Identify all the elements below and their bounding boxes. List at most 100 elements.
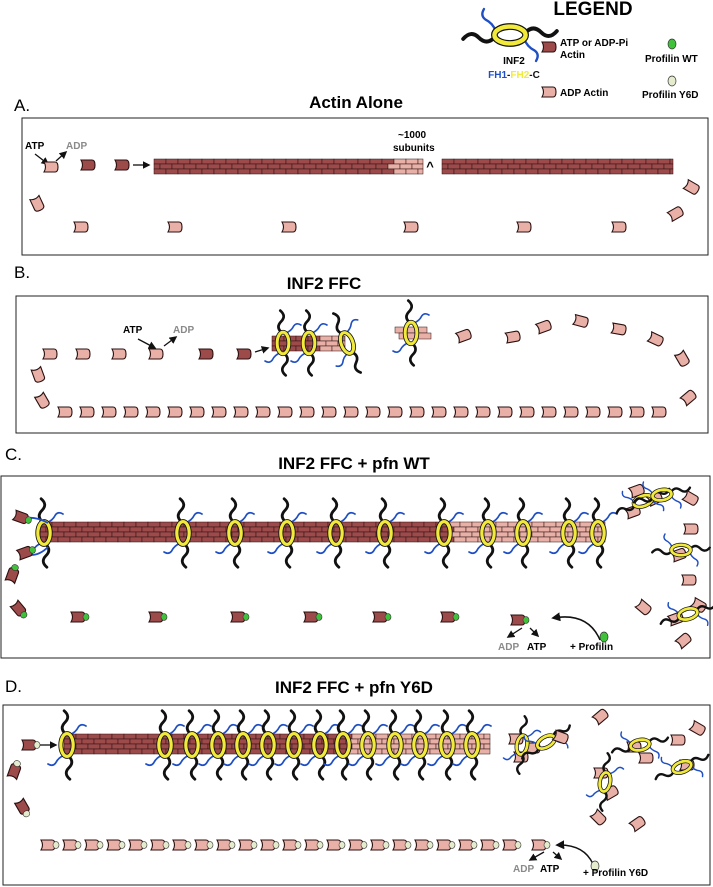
filament-subunit (525, 168, 539, 175)
filament-subunit (93, 536, 107, 543)
filament-subunit (105, 748, 119, 755)
filament-subunit (525, 158, 539, 165)
filament-subunit (117, 526, 131, 533)
adp-actin-monomer (260, 839, 280, 851)
atp-actin-monomer (372, 611, 392, 623)
filament-subunit (237, 168, 251, 175)
filament-subunit (423, 531, 437, 538)
filament-subunit (249, 526, 263, 533)
filament-subunit (405, 526, 419, 533)
filament-subunit (153, 526, 167, 533)
adp-actin-monomer (646, 331, 664, 347)
filament-subunit (363, 163, 377, 170)
filament-subunit (411, 521, 425, 528)
adp-actin-monomer (73, 221, 89, 233)
filament-subunit (297, 526, 311, 533)
filament-subunit (315, 521, 329, 528)
filament-subunit (177, 168, 191, 175)
panel-d: D. INF2 FFC + pfn Y6D ADP ATP + Profilin… (2, 677, 711, 886)
inf2-ffc-dimer (264, 309, 302, 377)
filament-subunit (561, 158, 575, 165)
filament-subunit (135, 521, 149, 528)
filament-subunit (465, 168, 479, 175)
filament-subunit (81, 748, 95, 755)
filament-subunit (639, 163, 653, 170)
inf2-ffc-dimer (427, 709, 467, 781)
arrow (254, 346, 270, 354)
filament-subunit (471, 163, 485, 170)
filament-subunit (621, 168, 635, 175)
filament-subunit (399, 521, 413, 528)
filament-subunit (243, 521, 257, 528)
adp-actin-monomer (150, 839, 170, 851)
filament-subunit (411, 163, 424, 170)
panel-d-atp-label: ATP (540, 864, 560, 875)
adp-actin-monomer (475, 406, 491, 418)
filament-subunit (99, 733, 113, 740)
adp-actin-monomer (57, 406, 73, 418)
adp-actin-monomer (589, 808, 607, 826)
filament-subunit (183, 163, 197, 170)
filament-subunit (93, 748, 107, 755)
adp-actin-monomer (42, 348, 58, 360)
filament-subunit (411, 531, 425, 538)
filament-subunit (537, 536, 551, 543)
adp-actin-monomer (453, 406, 469, 418)
adp-actin-monomer (551, 729, 569, 745)
filament-subunit (105, 526, 119, 533)
adp-actin-monomer (674, 632, 692, 650)
filament-subunit (135, 733, 149, 740)
adp-actin-monomer (651, 406, 667, 418)
filament-subunit (351, 521, 365, 528)
filament-subunit (267, 531, 281, 538)
actin-filament (271, 335, 346, 352)
panel-a-subunits-line1: ~1000 (398, 130, 427, 141)
filament-subunit (345, 158, 359, 165)
inf2-ffc-dimer (650, 533, 712, 567)
panel-a-subunits-line2: subunits (393, 143, 435, 154)
atp-actin-monomer (236, 348, 252, 360)
atp-actin-monomer (6, 760, 22, 781)
filament-subunit (93, 526, 107, 533)
filament-subunit (555, 163, 569, 170)
filament-subunit (213, 158, 227, 165)
filament-subunit (51, 521, 65, 528)
inf2-ffc-dimer (172, 709, 212, 781)
filament-subunit (477, 168, 491, 175)
arrow (529, 627, 540, 638)
filament-subunit (231, 163, 245, 170)
inf2-ffc-dimer (215, 497, 255, 569)
adp-actin-monomer (233, 406, 249, 418)
adp-actin-monomer (516, 221, 532, 233)
filament-subunit (363, 521, 377, 528)
filament-subunit (87, 743, 101, 750)
filament-subunit (663, 163, 674, 170)
filament-subunit (273, 168, 287, 175)
filament-subunit (189, 536, 203, 543)
filament-subunit (325, 340, 339, 347)
filament-subunit (309, 536, 323, 543)
filament-subunit (117, 738, 131, 745)
filament-subunit (195, 521, 209, 528)
inf2-ffc-dimer (300, 709, 340, 781)
adp-actin-monomer (436, 839, 456, 851)
filament-subunit (609, 168, 623, 175)
panel-c: C. INF2 FFC + pfn WT ADP ATP + Profilin (0, 445, 713, 659)
adp-actin-monomer (629, 406, 645, 418)
adp-actin-monomer (681, 489, 699, 506)
filament-subunit (441, 163, 449, 170)
filament-subunit (345, 536, 359, 543)
free-profilin (590, 860, 600, 872)
filament-subunit (267, 163, 281, 170)
profilin-wt-legend-icon (667, 38, 677, 50)
inf2-ffc-dimer (452, 709, 492, 781)
filament-subunit (279, 163, 293, 170)
filament-subunit (459, 163, 473, 170)
atp-actin-monomer (15, 545, 36, 561)
inf2-ffc-dimer (549, 497, 589, 569)
filament-subunit (543, 531, 557, 538)
adp-actin-monomer (189, 406, 205, 418)
arrow (552, 851, 563, 861)
filament-subunit (357, 536, 371, 543)
filament-subunit (153, 536, 167, 543)
